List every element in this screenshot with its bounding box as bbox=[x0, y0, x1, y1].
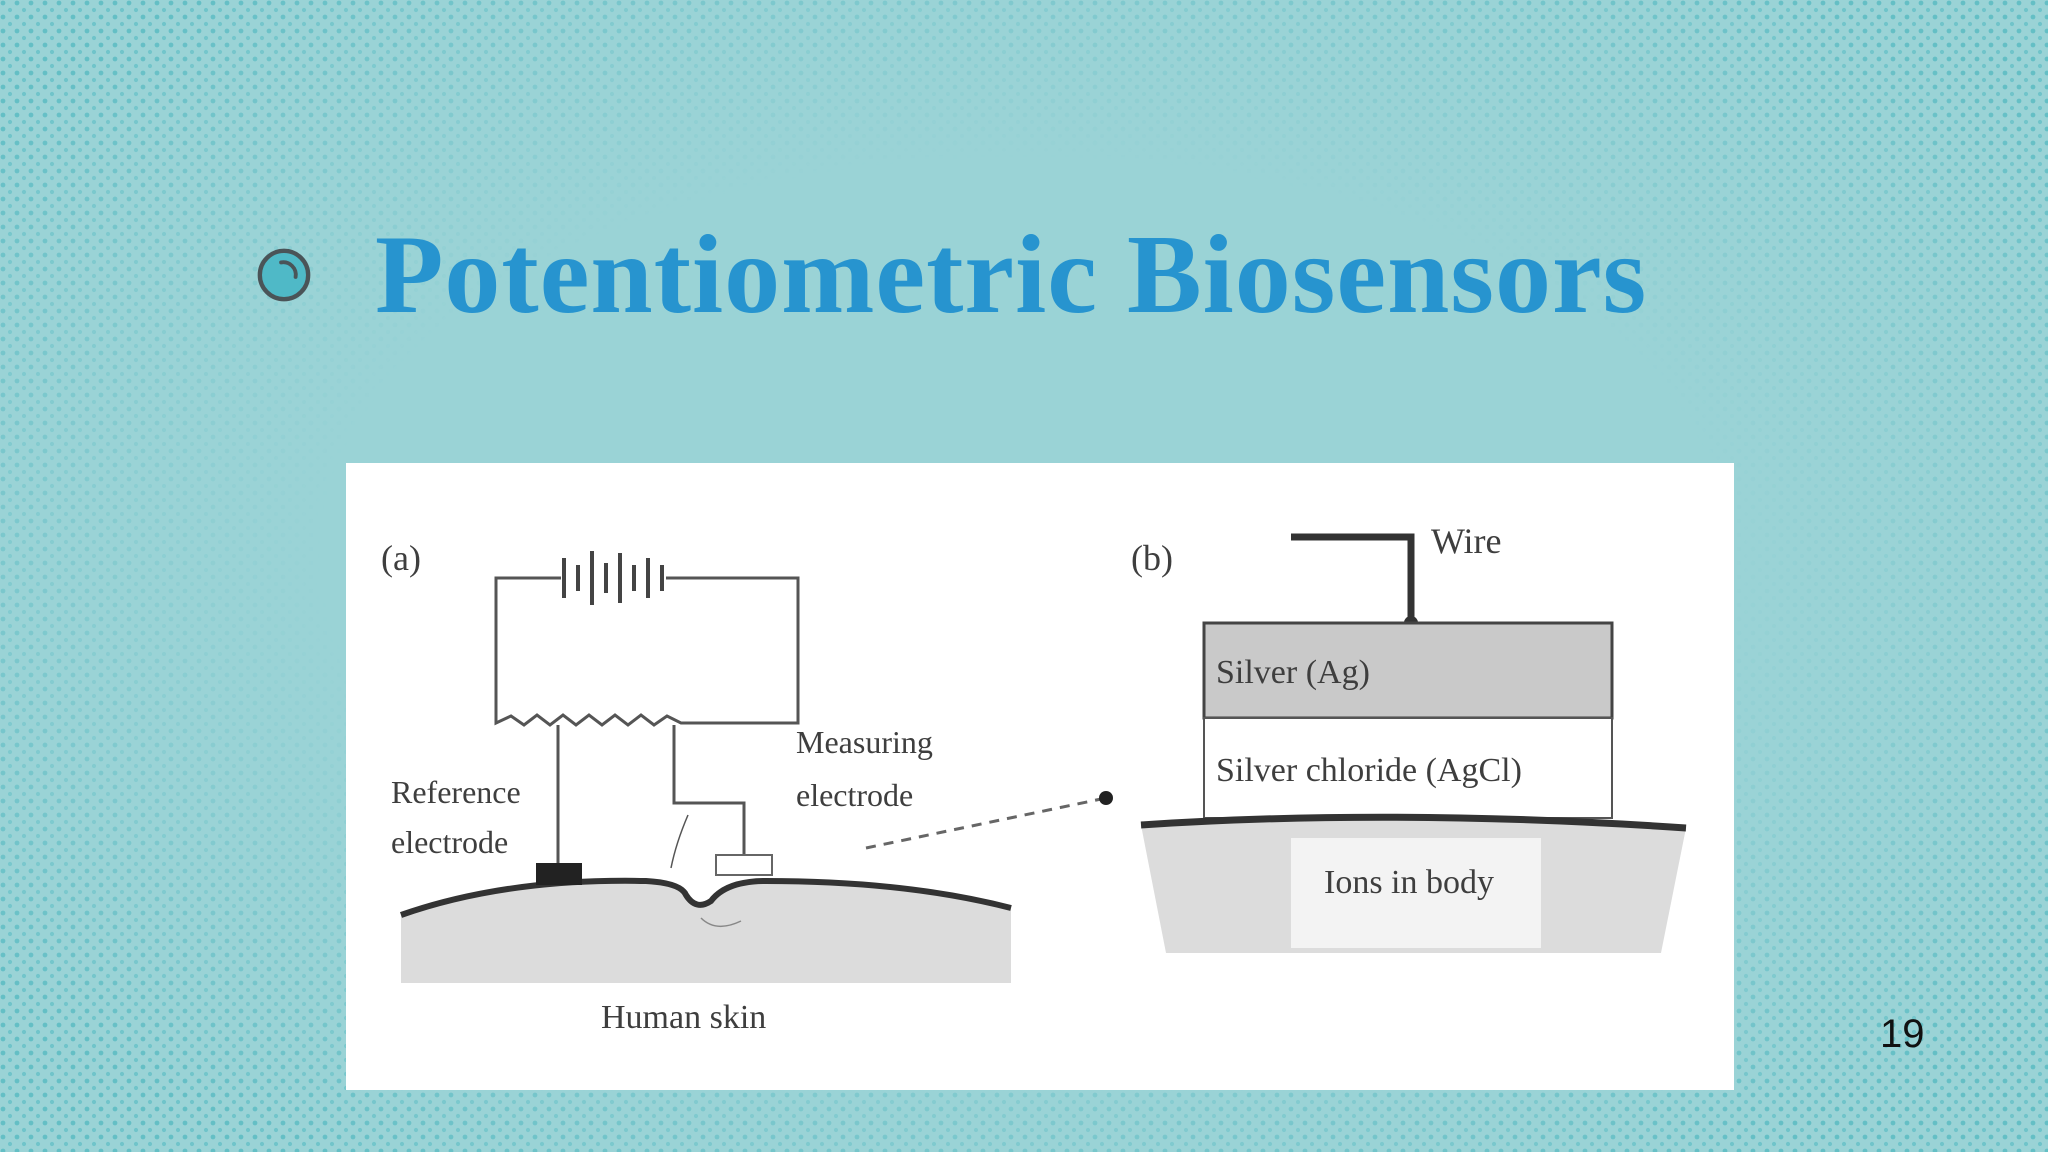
page-number: 19 bbox=[1880, 1012, 1925, 1056]
human-skin bbox=[401, 880, 1011, 983]
measuring-electrode bbox=[715, 854, 773, 876]
circle-bullet-icon bbox=[257, 248, 311, 302]
skin-detail bbox=[700, 917, 742, 927]
zoom-pointer-dot bbox=[1099, 791, 1113, 805]
ions-box bbox=[1291, 838, 1541, 948]
zoom-pointer-line bbox=[865, 796, 1107, 850]
panel-b-label: (b) bbox=[1131, 538, 1173, 578]
ions-label: Ions in body bbox=[1324, 864, 1494, 901]
wire bbox=[1291, 533, 1415, 621]
battery-icon bbox=[562, 551, 664, 605]
title-row: Potentiometric Biosensors bbox=[255, 210, 1647, 340]
circuit bbox=[494, 576, 800, 727]
wire-label: Wire bbox=[1431, 521, 1502, 561]
reference-electrode-label-line2: electrode bbox=[391, 824, 508, 860]
silver-layer bbox=[1202, 621, 1614, 720]
slide-title: Potentiometric Biosensors bbox=[375, 213, 1648, 337]
silver-label: Silver (Ag) bbox=[1216, 654, 1370, 691]
human-skin-label: Human skin bbox=[601, 999, 766, 1036]
measuring-electrode-label-line2: electrode bbox=[796, 777, 913, 813]
reference-electrode-label-line1: Reference bbox=[391, 774, 521, 810]
silver-chloride-label: Silver chloride (AgCl) bbox=[1216, 752, 1522, 789]
electrode-wires bbox=[556, 725, 746, 869]
body-surface bbox=[1140, 813, 1687, 832]
biosensor-figure: (a) Reference bbox=[346, 463, 1734, 1090]
measuring-electrode-label-line1: Measuring bbox=[796, 724, 933, 760]
panel-a-label: (a) bbox=[381, 538, 421, 578]
silver-chloride-layer bbox=[1203, 717, 1613, 819]
biosensor-diagram: (a) Reference bbox=[381, 521, 1687, 1036]
reference-electrode bbox=[536, 863, 582, 885]
